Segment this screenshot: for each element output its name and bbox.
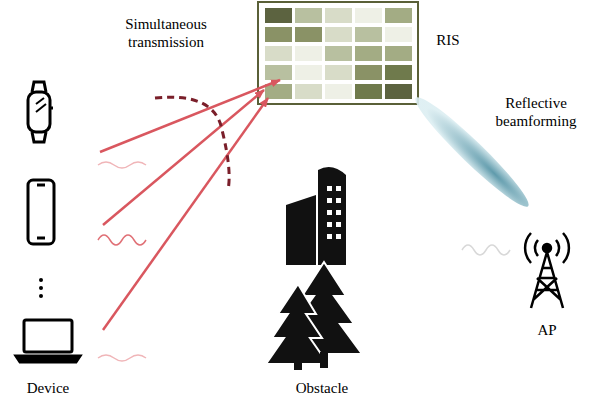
node-label: RIS xyxy=(428,31,468,49)
building-icon xyxy=(286,167,346,265)
ris-element xyxy=(325,84,352,99)
ris-element xyxy=(295,84,322,99)
ris-element xyxy=(385,8,412,23)
ris-element xyxy=(325,27,352,42)
group-label: Obstacle xyxy=(277,379,367,397)
antenna-icon xyxy=(525,233,569,308)
ris-element xyxy=(265,84,292,99)
ris-element xyxy=(385,46,412,61)
ris-panel xyxy=(258,2,418,104)
dashed-bracket xyxy=(155,97,229,190)
annotation: Simultaneous transmission xyxy=(101,15,231,51)
ris-element xyxy=(295,65,322,80)
node-label: AP xyxy=(527,321,567,339)
ris-element xyxy=(295,27,322,42)
ris-element xyxy=(325,8,352,23)
ris-element xyxy=(295,8,322,23)
ris-element xyxy=(355,27,382,42)
ris-element xyxy=(265,65,292,80)
ris-element xyxy=(355,8,382,23)
ris-element xyxy=(385,27,412,42)
group-label: Device xyxy=(8,379,88,397)
ris-element xyxy=(265,46,292,61)
ris-element xyxy=(265,8,292,23)
ris-element xyxy=(325,46,352,61)
ris-element xyxy=(325,65,352,80)
ellipsis xyxy=(39,278,43,298)
ris-element xyxy=(355,46,382,61)
watch-icon xyxy=(28,82,53,142)
annotation: Reflective beamforming xyxy=(481,94,591,130)
ris-element xyxy=(265,27,292,42)
ris-element xyxy=(355,84,382,99)
ris-element xyxy=(385,84,412,99)
ris-element xyxy=(355,65,382,80)
ris-element xyxy=(295,46,322,61)
tree-icon xyxy=(266,262,362,370)
signal-arrows xyxy=(100,80,280,330)
phone-icon xyxy=(28,180,54,244)
ris-element xyxy=(385,65,412,80)
laptop-icon xyxy=(16,320,80,362)
